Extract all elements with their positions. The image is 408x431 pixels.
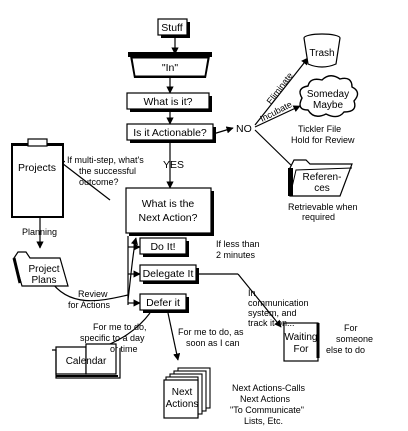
delegate-label: Delegate It <box>143 268 194 280</box>
multistep-label-1: If multi-step, what's <box>67 155 144 165</box>
arrow-review-to-next <box>127 237 138 301</box>
trash-icon: Trash <box>303 33 341 68</box>
projects-clipboard-icon: Projects <box>11 138 64 218</box>
less-than-label-1: If less than <box>216 239 260 249</box>
arrow-to-next-actions <box>167 312 181 361</box>
review-line <box>49 279 129 302</box>
lists-label-4: Lists, Etc. <box>244 416 283 426</box>
connectors <box>36 36 309 361</box>
project-plans-label-2: Plans <box>31 275 56 286</box>
references-label-2: ces <box>314 183 330 194</box>
me-day-label-2: specific to a day <box>80 333 145 343</box>
someone-label-3: else to do <box>326 345 365 355</box>
lists-label-2: Next Actions <box>240 394 291 404</box>
waiting-label-2: For <box>294 344 310 355</box>
delegate-node: Delegate It <box>139 264 199 284</box>
defer-label: Defer it <box>146 297 180 309</box>
retrievable-label-2: required <box>302 212 335 222</box>
actionable-label: Is it Actionable? <box>133 127 207 139</box>
lists-label-3: "To Communicate" <box>230 405 304 415</box>
references-label-1: Referen- <box>303 172 342 183</box>
waiting-label-1: Waiting <box>285 332 318 343</box>
references-folder-icon: Referen- ces <box>288 159 353 197</box>
project-plans-label-1: Project <box>28 264 59 275</box>
calendar-book-icon: Calendar <box>52 343 121 379</box>
planning-label: Planning <box>22 227 57 237</box>
next-actions-file-label-2: Actions <box>166 399 199 410</box>
actionable-node: Is it Actionable? <box>126 123 216 143</box>
review-label-2: for Actions <box>68 300 111 310</box>
yes-label: YES <box>163 159 184 171</box>
multistep-label-3: outcome? <box>79 177 119 187</box>
project-plans-folder-icon: Project Plans <box>12 251 69 287</box>
tickler-label-1: Tickler File <box>298 124 341 134</box>
someday-label-1: Someday <box>307 89 349 100</box>
me-soon-label-1: For me to do, as <box>178 327 244 337</box>
me-day-label-3: or time <box>110 344 138 354</box>
review-label-1: Review <box>78 289 108 299</box>
no-label: NO <box>236 123 252 135</box>
waiting-for-icon: Waiting For <box>283 322 320 362</box>
tickler-label-2: Hold for Review <box>291 135 355 145</box>
me-soon-label-2: soon as I can <box>186 338 240 348</box>
next-action-label-1: What is the <box>142 198 195 210</box>
less-than-label-2: 2 minutes <box>216 250 256 260</box>
stuff-label: Stuff <box>161 22 182 34</box>
edge-labels: Eliminate Incubate If multi-step, what's… <box>22 71 373 426</box>
next-actions-files-icon: Next Actions <box>163 367 211 419</box>
retrievable-label-1: Retrievable when <box>288 202 358 212</box>
next-actions-file-label-1: Next <box>172 387 193 398</box>
comm-label-1: In <box>248 288 256 298</box>
projects-label: Projects <box>18 162 56 174</box>
what-is-it-node: What is it? <box>126 92 212 112</box>
arrow-eliminate <box>254 57 309 126</box>
comm-label-3: system, and <box>248 308 297 318</box>
in-label: "In" <box>162 62 178 74</box>
someone-label-1: For <box>344 323 358 333</box>
what-is-it-label: What is it? <box>143 96 192 108</box>
multistep-label-2: the successful <box>79 166 136 176</box>
comm-label-4: track it on... <box>248 318 295 328</box>
someday-cloud-icon: Someday Maybe <box>299 75 359 118</box>
me-day-label-1: For me to do, <box>93 322 147 332</box>
do-it-node: Do It! <box>139 237 189 257</box>
in-tray-node: "In" <box>128 52 212 78</box>
defer-node: Defer it <box>139 293 189 313</box>
trash-label: Trash <box>309 48 334 59</box>
calendar-label: Calendar <box>66 356 107 367</box>
arrow-incubate <box>254 105 301 128</box>
do-it-label: Do It! <box>150 241 175 253</box>
stuff-node: Stuff <box>157 18 190 38</box>
comm-label-2: communication <box>248 298 309 308</box>
arrow-actionable-to-no <box>212 126 234 135</box>
next-action-node: What is the Next Action? <box>125 187 214 236</box>
lists-label-1: Next Actions-Calls <box>232 383 306 393</box>
arrow-next-to-projects <box>57 159 111 201</box>
someday-label-2: Maybe <box>313 100 343 111</box>
next-action-label-2: Next Action? <box>139 212 198 224</box>
someone-label-2: someone <box>336 334 373 344</box>
arrow-to-waiting <box>237 273 282 328</box>
eliminate-label: Eliminate <box>265 71 295 107</box>
